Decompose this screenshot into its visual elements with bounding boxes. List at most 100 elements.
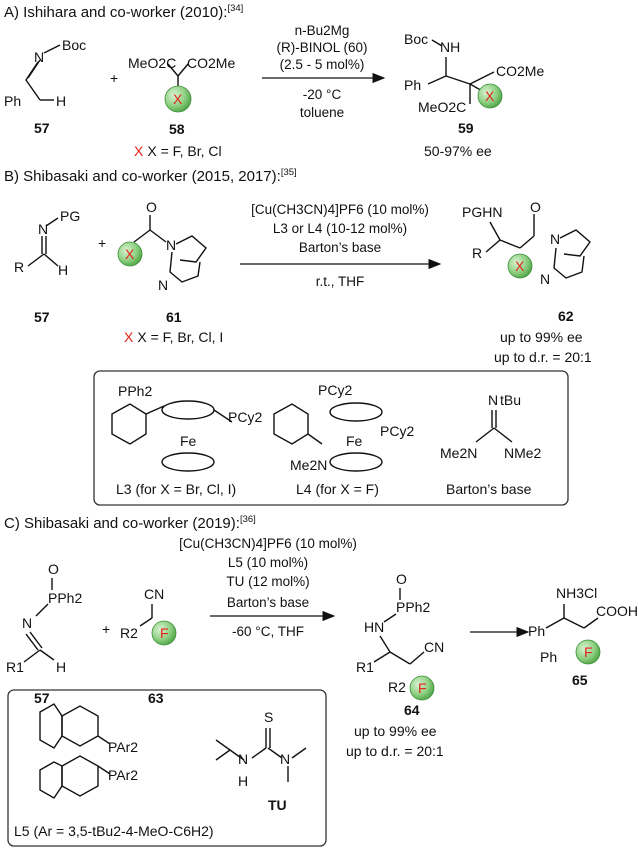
section-c-header: C) Shibasaki and co-worker (2019): bbox=[4, 515, 240, 532]
ee-result-a: 50-97% ee bbox=[424, 143, 492, 159]
svg-text:PGHN: PGHN bbox=[462, 204, 502, 220]
compound-57-b: 57 bbox=[34, 309, 50, 325]
product-62-structure: PGHN R O X N N 62 up to 99% ee up to d.r… bbox=[462, 199, 592, 365]
section-c: C) Shibasaki and co-worker (2019):[36] O… bbox=[4, 514, 638, 847]
compound-61: 61 bbox=[166, 309, 182, 325]
svg-text:Fe: Fe bbox=[180, 433, 197, 449]
thiourea-tu-structure: N H S N TU bbox=[215, 709, 307, 813]
svg-text:N: N bbox=[22, 615, 32, 631]
svg-text:NH: NH bbox=[440, 39, 460, 55]
barton-base-structure: N tBu Me2N NMe2 Barton’s base bbox=[440, 392, 542, 497]
svg-text:N: N bbox=[550, 231, 560, 247]
svg-text:O: O bbox=[530, 199, 541, 215]
svg-text:PG: PG bbox=[60, 208, 80, 224]
svg-text:PPh2: PPh2 bbox=[48, 590, 82, 606]
svg-text:CN: CN bbox=[144, 586, 164, 602]
svg-text:N: N bbox=[280, 751, 290, 767]
compound-64: 64 bbox=[404, 702, 420, 718]
acid-65-structure: NH3Cl COOH Ph Ph F 65 bbox=[528, 585, 638, 688]
svg-text:PPh2: PPh2 bbox=[396, 599, 430, 615]
svg-text:Me2N: Me2N bbox=[440, 445, 477, 461]
svg-text:R: R bbox=[472, 245, 482, 261]
x-substituent-label: X bbox=[173, 91, 183, 107]
compound-65: 65 bbox=[572, 672, 588, 688]
svg-text:F: F bbox=[418, 680, 427, 696]
svg-text:n-Bu2Mg: n-Bu2Mg bbox=[295, 23, 350, 38]
svg-text:X: X bbox=[485, 88, 495, 104]
svg-text:CN: CN bbox=[424, 639, 444, 655]
svg-text:Boc: Boc bbox=[404, 31, 428, 47]
plus-sign: + bbox=[110, 70, 118, 86]
imine-57-phosphinoyl-structure: O PPh2 N R1 H 57 bbox=[6, 561, 82, 706]
conditions-a: n-Bu2Mg (R)-BINOL (60) (2.5 - 5 mol%) -2… bbox=[262, 23, 386, 120]
svg-text:NMe2: NMe2 bbox=[504, 445, 542, 461]
svg-text:R2: R2 bbox=[388, 679, 406, 695]
conditions-b: [Cu(CH3CN)4]PF6 (10 mol%) L3 or L4 (10-1… bbox=[240, 202, 442, 289]
section-a-ref: [34] bbox=[227, 3, 243, 14]
ee-result-c: up to 99% ee bbox=[354, 723, 437, 739]
svg-text:PAr2: PAr2 bbox=[108, 767, 138, 783]
svg-text:R: R bbox=[14, 259, 24, 275]
svg-text:C) Shibasaki and co-worker (20: C) Shibasaki and co-worker (2019):[36] bbox=[4, 514, 256, 532]
svg-text:R1: R1 bbox=[6, 659, 24, 675]
svg-text:Ph: Ph bbox=[404, 77, 421, 93]
section-a: A) Ishihara and co-worker (2010):[34] Bo… bbox=[4, 3, 544, 159]
compound-57-c: 57 bbox=[34, 690, 50, 706]
nitrile-63-structure: CN R2 F 63 bbox=[120, 586, 177, 706]
svg-text:F: F bbox=[584, 644, 593, 660]
svg-text:TU (12 mol%): TU (12 mol%) bbox=[226, 574, 309, 589]
svg-text:(R)-BINOL (60): (R)-BINOL (60) bbox=[276, 40, 367, 55]
compound-63: 63 bbox=[148, 690, 164, 706]
svg-text:N: N bbox=[158, 277, 168, 293]
ligand-l3-label: L3 (for X = Br, Cl, I) bbox=[116, 481, 236, 497]
svg-text:F: F bbox=[160, 625, 169, 641]
compound-62: 62 bbox=[558, 308, 574, 324]
svg-text:Ph: Ph bbox=[540, 649, 557, 665]
svg-text:tBu: tBu bbox=[500, 392, 521, 408]
ligand-l5-label: L5 (Ar = 3,5-tBu2-4-MeO-C6H2) bbox=[14, 823, 214, 839]
svg-text:PCy2: PCy2 bbox=[380, 423, 414, 439]
svg-text:N: N bbox=[38, 221, 48, 237]
svg-text:Me2N: Me2N bbox=[290, 457, 327, 473]
section-b: B) Shibasaki and co-worker (2015, 2017):… bbox=[4, 167, 592, 506]
barton-base-label: Barton’s base bbox=[446, 481, 532, 497]
ligand-l3-structure: PPh2 Fe PCy2 L3 (for X = Br, Cl, I) bbox=[111, 383, 262, 497]
hydrogen-label: H bbox=[56, 93, 66, 109]
svg-text:-60 °C, THF: -60 °C, THF bbox=[232, 624, 304, 639]
svg-text:Ph: Ph bbox=[528, 623, 545, 639]
svg-text:L3 or L4 (10-12 mol%): L3 or L4 (10-12 mol%) bbox=[273, 221, 407, 236]
imine-57-pg-structure: PG N R H 57 bbox=[14, 208, 80, 325]
svg-text:PCy2: PCy2 bbox=[228, 409, 262, 425]
compound-58: 58 bbox=[169, 121, 185, 137]
ligand-l4-structure: PCy2 Me2N Fe PCy2 L4 (for X = F) bbox=[273, 382, 414, 497]
svg-text:S: S bbox=[264, 709, 273, 725]
conditions-c: [Cu(CH3CN)4]PF6 (10 mol%) L5 (10 mol%) T… bbox=[179, 536, 357, 639]
svg-text:O: O bbox=[396, 571, 407, 587]
co2me-label: CO2Me bbox=[187, 55, 235, 71]
svg-text:X: X bbox=[515, 258, 525, 274]
svg-text:R1: R1 bbox=[356, 659, 374, 675]
section-b-header: B) Shibasaki and co-worker (2015, 2017): bbox=[4, 168, 281, 185]
svg-text:(2.5 - 5 mol%): (2.5 - 5 mol%) bbox=[280, 57, 365, 72]
ee-result-b: up to 99% ee bbox=[500, 329, 583, 345]
svg-text:[Cu(CH3CN)4]PF6 (10 mol%): [Cu(CH3CN)4]PF6 (10 mol%) bbox=[179, 536, 357, 551]
svg-text:+: + bbox=[98, 235, 106, 251]
meo2c-label: MeO2C bbox=[128, 55, 176, 71]
product-64-structure: O PPh2 HN CN R1 R2 F 64 up to 99% ee up … bbox=[346, 571, 444, 759]
svg-text:N: N bbox=[540, 271, 550, 287]
svg-text:PAr2: PAr2 bbox=[108, 739, 138, 755]
svg-text:HN: HN bbox=[364, 619, 384, 635]
svg-text:O: O bbox=[146, 199, 157, 215]
svg-text:R2: R2 bbox=[120, 625, 138, 641]
svg-text:L5 (10 mol%): L5 (10 mol%) bbox=[228, 555, 308, 570]
svg-text:Barton’s base: Barton’s base bbox=[299, 240, 381, 255]
ligand-l4-label: L4 (for X = F) bbox=[296, 481, 379, 497]
dr-result-c: up to d.r. = 20:1 bbox=[346, 743, 444, 759]
ligand-l5-structure: PAr2 PAr2 L5 (Ar = 3,5-tBu2-4-MeO-C6H2) bbox=[14, 703, 214, 839]
svg-text:N: N bbox=[238, 751, 248, 767]
